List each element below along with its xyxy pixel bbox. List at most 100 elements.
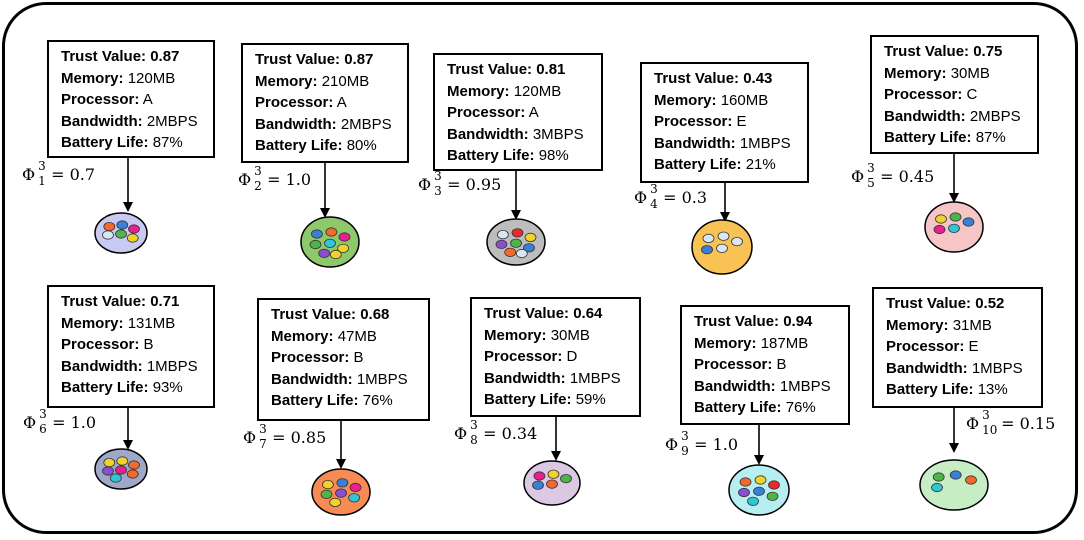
processor-value: A	[528, 104, 539, 121]
memory-row: Memory: 120MB	[447, 81, 591, 103]
memory-row: Memory: 210MB	[255, 71, 397, 93]
memory-label: Memory:	[271, 327, 334, 345]
cluster-particle	[948, 223, 960, 233]
trust-value-value: 0.43	[743, 70, 773, 87]
cluster-particle	[716, 243, 728, 253]
trust-value-label: Trust Value:	[694, 313, 780, 330]
trust-value-label: Trust Value:	[884, 43, 970, 60]
processor-label: Processor:	[61, 91, 140, 108]
phi-value: = 0.34	[483, 424, 538, 443]
cluster-particle	[717, 231, 730, 241]
bandwidth-row: Bandwidth: 3MBPS	[447, 124, 591, 146]
memory-row: Memory: 30MB	[884, 63, 1027, 85]
cluster-particle	[348, 493, 361, 503]
battery-life-label: Battery Life:	[484, 391, 572, 408]
processor-value: B	[353, 349, 364, 366]
phi-value: = 1.0	[52, 413, 97, 432]
bandwidth-value: 1MBPS	[779, 377, 831, 395]
cluster-particle	[329, 249, 342, 260]
phi-subscript: 7	[259, 436, 267, 451]
cluster-particle	[753, 486, 765, 496]
bandwidth-value: 1MBPS	[739, 134, 791, 152]
memory-value: 47MB	[337, 327, 377, 345]
trust-value-row: Trust Value: 0.81	[447, 59, 591, 81]
phi-symbol: Φ	[238, 170, 252, 189]
processor-value: E	[968, 338, 979, 355]
memory-label: Memory:	[884, 64, 947, 82]
bandwidth-row: Bandwidth: 2MBPS	[255, 114, 397, 136]
memory-value: 31MB	[952, 316, 992, 334]
cluster-particle	[115, 465, 127, 475]
memory-value: 210MB	[321, 72, 370, 90]
memory-row: Memory: 187MB	[694, 333, 838, 355]
cluster-particle	[102, 230, 114, 240]
cluster-particle	[338, 232, 351, 242]
bandwidth-value: 2MBPS	[146, 112, 198, 130]
phi-subscript: 3	[434, 183, 442, 198]
trust-value-row: Trust Value: 0.64	[484, 303, 629, 325]
phi-symbol: Φ	[851, 167, 865, 186]
memory-value: 131MB	[127, 314, 176, 332]
battery-life-row: Battery Life: 76%	[271, 390, 418, 412]
phi-symbol: Φ	[22, 165, 36, 184]
processor-row: Processor: A	[447, 102, 591, 124]
trust-value-row: Trust Value: 0.68	[271, 304, 418, 326]
battery-life-row: Battery Life: 59%	[484, 389, 629, 411]
cluster-particle	[128, 460, 140, 470]
cluster-particle	[126, 233, 139, 243]
bandwidth-label: Bandwidth:	[61, 112, 143, 130]
phi-superscript: 3	[681, 428, 689, 443]
bandwidth-label: Bandwidth:	[484, 369, 566, 387]
cluster-particle	[335, 488, 347, 498]
battery-life-label: Battery Life:	[61, 379, 149, 396]
phi-superscript: 3	[39, 406, 47, 421]
battery-life-row: Battery Life: 21%	[654, 154, 797, 176]
cluster-particle	[103, 457, 116, 468]
cluster-particle	[337, 243, 350, 253]
cluster-particle	[128, 224, 140, 234]
processor-row: Processor: E	[886, 336, 1031, 358]
trust-value-row: Trust Value: 0.87	[255, 49, 397, 71]
memory-value: 120MB	[127, 69, 176, 87]
cluster-particle	[546, 479, 558, 489]
cluster-particle	[495, 239, 508, 249]
bandwidth-value: 1MBPS	[569, 369, 621, 387]
cluster-particle	[523, 243, 535, 253]
trust-value-label: Trust Value:	[61, 293, 147, 310]
phi-value: = 0.85	[272, 428, 327, 447]
trust-value-value: 0.94	[783, 313, 813, 330]
processor-row: Processor: B	[694, 354, 838, 376]
battery-life-row: Battery Life: 13%	[886, 379, 1031, 401]
memory-label: Memory:	[886, 316, 949, 334]
cluster-particle	[349, 482, 362, 492]
cluster-particle	[533, 471, 546, 481]
trust-value-label: Trust Value:	[886, 295, 972, 312]
battery-life-label: Battery Life:	[694, 399, 782, 416]
battery-life-label: Battery Life:	[654, 156, 742, 173]
processor-value: C	[966, 86, 978, 103]
processor-label: Processor:	[271, 349, 350, 366]
phi-superscript: 3	[982, 407, 990, 422]
processor-label: Processor:	[654, 113, 733, 130]
phi-symbol: Φ	[634, 188, 648, 207]
phi-value: = 0.3	[663, 188, 708, 207]
trust-value-row: Trust Value: 0.52	[886, 293, 1031, 315]
memory-label: Memory:	[61, 69, 124, 87]
cluster-particle	[702, 233, 715, 243]
processor-row: Processor: B	[271, 347, 418, 369]
cluster-particle	[310, 229, 323, 239]
battery-life-label: Battery Life:	[447, 147, 535, 164]
memory-label: Memory:	[447, 82, 510, 100]
memory-value: 30MB	[550, 326, 590, 344]
battery-life-label: Battery Life:	[255, 137, 343, 154]
memory-value: 120MB	[513, 82, 562, 100]
cluster-particle	[935, 214, 947, 224]
battery-life-row: Battery Life: 93%	[61, 377, 203, 399]
memory-row: Memory: 47MB	[271, 326, 418, 348]
node-cluster	[919, 459, 989, 511]
